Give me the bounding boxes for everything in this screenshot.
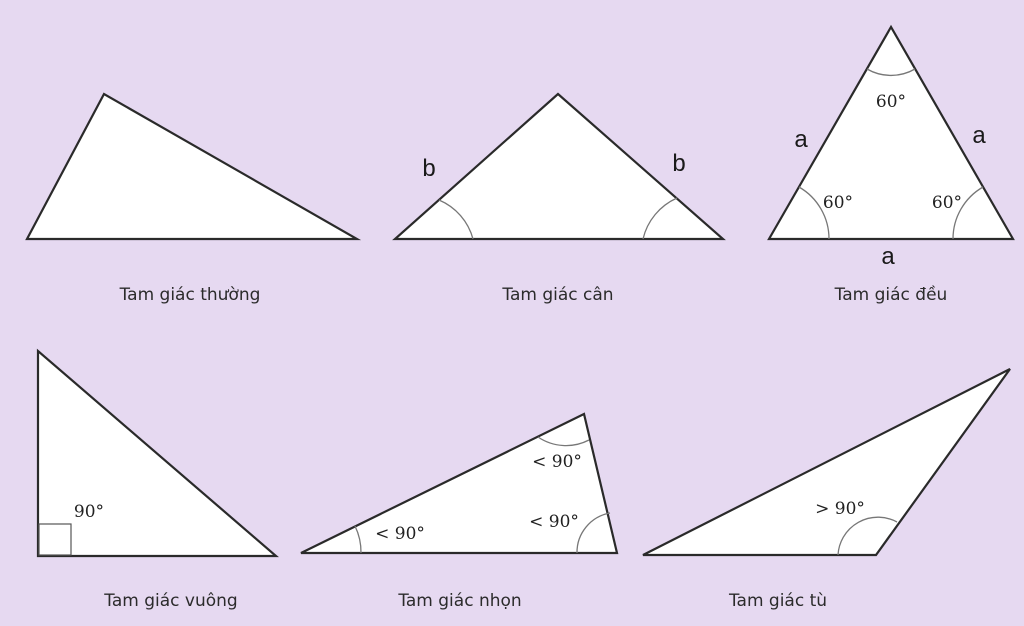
acute-left-angle-label: < 90° <box>375 524 425 544</box>
acute-triangle <box>300 412 619 555</box>
isosceles-right-angle-arc <box>642 197 678 240</box>
right-triangle-group: 90° Tam giác vuông <box>36 348 279 611</box>
isosceles-triangle <box>392 92 726 241</box>
scalene-caption: Tam giác thường <box>119 285 261 305</box>
equilateral-bottom-side-label: a <box>881 243 895 270</box>
isosceles-right-side-label: b <box>672 150 685 177</box>
acute-triangle-group: < 90° < 90° < 90° Tam giác nhọn <box>300 412 619 611</box>
equilateral-triangle-group: 60° 60° 60° a a a Tam giác đều <box>767 24 1015 305</box>
isosceles-triangle-group: b b Tam giác cân <box>392 92 726 305</box>
equilateral-left-angle-label: 60° <box>823 193 853 213</box>
acute-triangle-caption: Tam giác nhọn <box>397 591 521 611</box>
equilateral-left-side-label: a <box>794 126 808 153</box>
right-angle-square-marker <box>38 523 72 556</box>
isosceles-caption: Tam giác cân <box>501 285 613 305</box>
equilateral-right-angle-label: 60° <box>932 193 962 213</box>
obtuse-angle-label: > 90° <box>815 499 865 519</box>
acute-top-angle-arc <box>537 436 590 447</box>
equilateral-top-angle-label: 60° <box>876 92 906 112</box>
obtuse-angle-arc <box>837 516 898 556</box>
right-triangle-caption: Tam giác vuông <box>103 591 237 611</box>
equilateral-left-angle-arc <box>798 186 830 240</box>
isosceles-left-side-label: b <box>422 155 435 182</box>
acute-right-angle-label: < 90° <box>529 512 579 532</box>
equilateral-right-side-label: a <box>972 122 986 149</box>
acute-top-angle-label: < 90° <box>532 452 582 472</box>
acute-left-angle-arc <box>354 525 362 554</box>
equilateral-caption: Tam giác đều <box>834 284 948 305</box>
equilateral-triangle <box>767 24 1015 241</box>
equilateral-right-angle-arc <box>952 186 984 240</box>
obtuse-triangle-caption: Tam giác tù <box>728 591 827 611</box>
acute-right-angle-arc <box>576 512 611 554</box>
obtuse-triangle-group: > 90° Tam giác tù <box>642 368 1011 611</box>
right-triangle <box>36 348 279 558</box>
isosceles-left-angle-arc <box>438 199 474 240</box>
equilateral-top-angle-arc <box>866 68 916 76</box>
right-angle-label: 90° <box>74 502 104 522</box>
scalene-triangle <box>25 92 362 241</box>
scalene-triangle-group: Tam giác thường <box>25 92 362 305</box>
obtuse-triangle <box>642 368 1011 557</box>
